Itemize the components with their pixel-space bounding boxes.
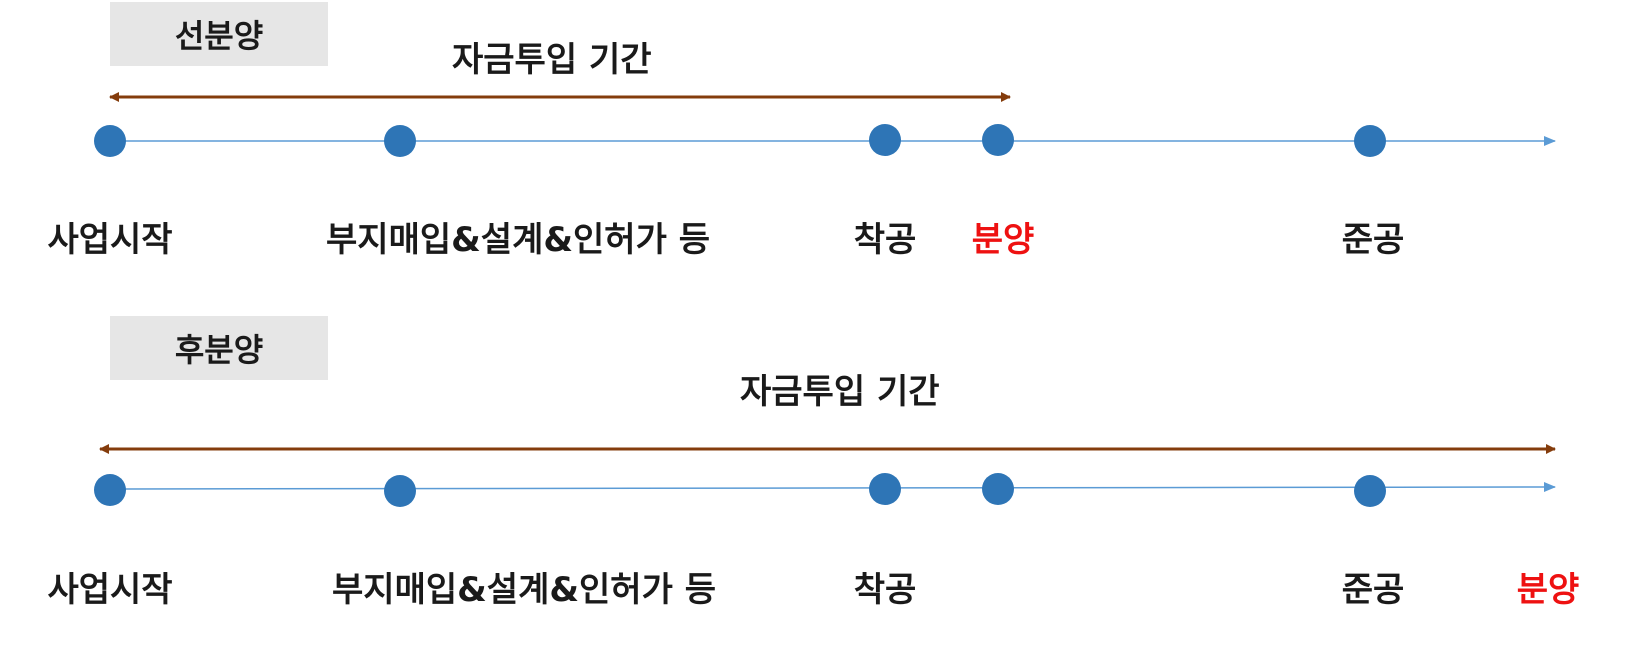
stage-dot-start [94, 125, 126, 157]
stage-label-completion: 준공 [1341, 570, 1405, 610]
stage-label-sale: 분양 [1516, 570, 1580, 610]
stage-dot-land [384, 475, 416, 507]
stage-label-completion: 준공 [1341, 220, 1405, 260]
stage-label-start: 사업시작 [47, 220, 173, 260]
stage-dot-completion [1354, 125, 1386, 157]
pre-sale-timeline [94, 92, 1556, 157]
stage-dot-land [384, 125, 416, 157]
stage-label-sale: 분양 [971, 220, 1035, 260]
post-sale-diagram: 후분양 자금투입 기간 사업시작 부지매입&설계&인허가 등 착공 준공 분양 [0, 316, 1625, 648]
funding-period-label: 자금투입 기간 [452, 40, 652, 80]
funding-period-label: 자금투입 기간 [740, 372, 940, 412]
post-sale-timeline [94, 444, 1556, 507]
stage-dot-completion [1354, 475, 1386, 507]
stage-label-start: 사업시작 [47, 570, 173, 610]
stage-dot-construction [869, 473, 901, 505]
stage-dot-start [94, 474, 126, 506]
stage-label-construction: 착공 [853, 570, 917, 610]
timeline-axis [109, 482, 1556, 493]
stage-label-land: 부지매입&설계&인허가 등 [332, 570, 716, 610]
pre-sale-tag: 선분양 [110, 2, 328, 66]
post-sale-tag: 후분양 [110, 316, 328, 380]
stage-dot-marker [982, 473, 1014, 505]
pre-sale-diagram: 선분양 자금투입 기간 사업시작 부지매입&설계&인허가 등 착공 분양 준공 [47, 2, 1556, 260]
stage-dot-construction [869, 124, 901, 156]
stage-label-construction: 착공 [853, 220, 917, 260]
stage-label-land: 부지매입&설계&인허가 등 [326, 220, 710, 260]
stage-dot-sale [982, 124, 1014, 156]
